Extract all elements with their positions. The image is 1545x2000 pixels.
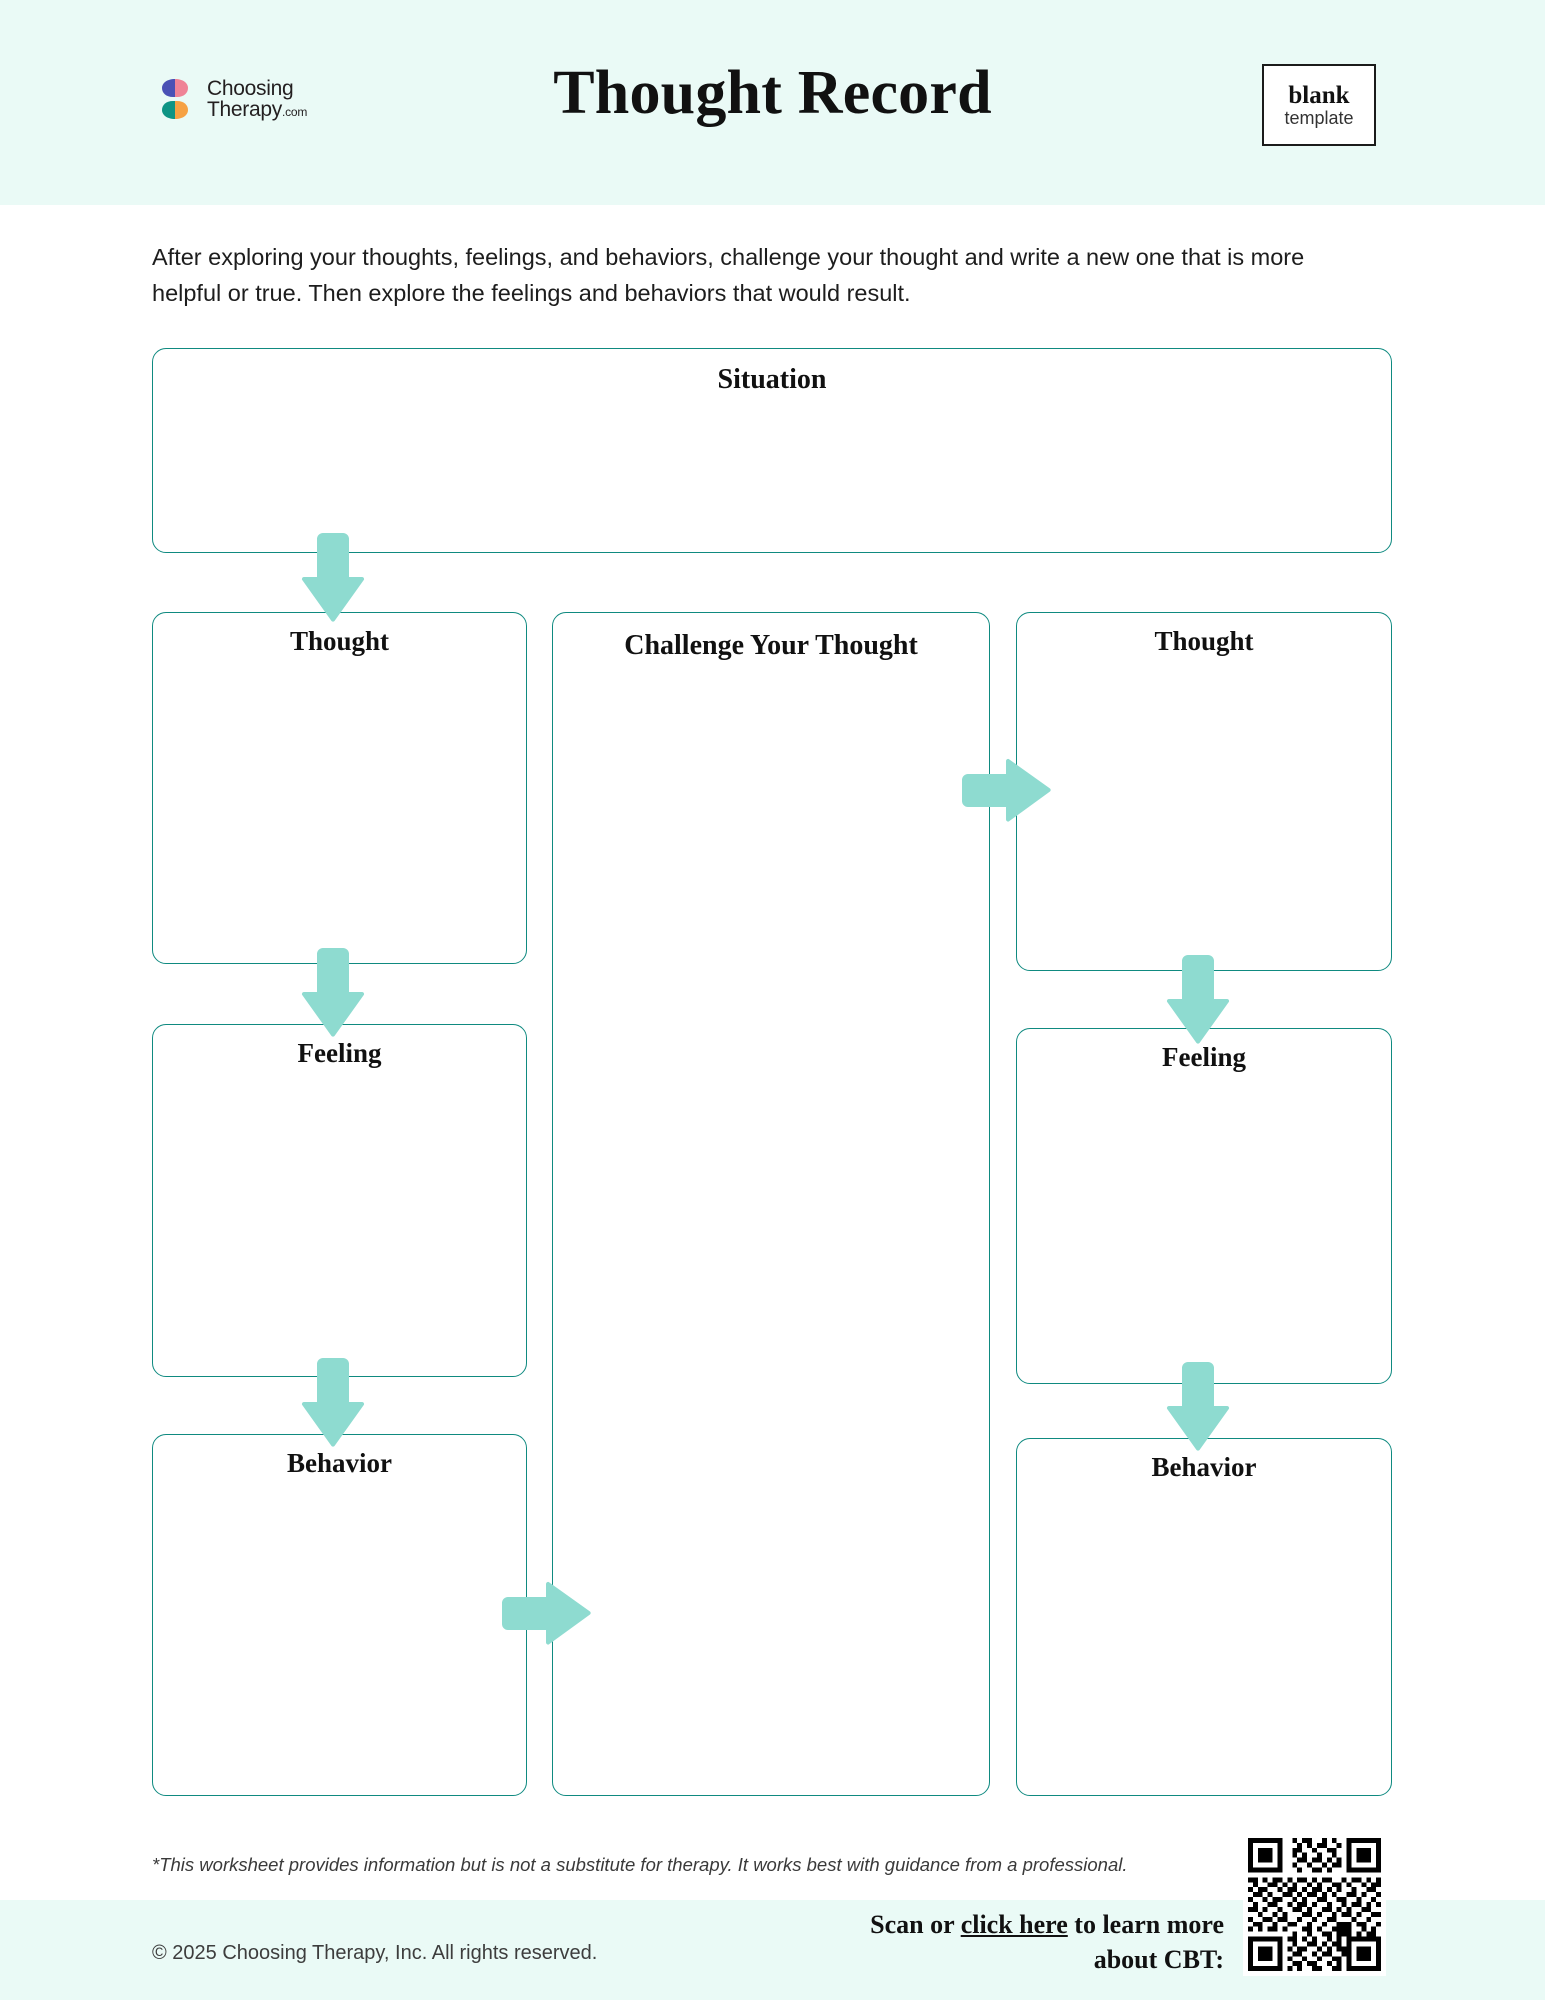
thought-field-right[interactable]: Thought xyxy=(1016,612,1392,971)
feeling-label-left: Feeling xyxy=(297,1038,382,1068)
thought-label-left: Thought xyxy=(289,626,390,656)
thought-label-right: Thought xyxy=(1154,626,1254,656)
arrow-down-icon xyxy=(298,1358,368,1448)
arrow-down-icon xyxy=(1163,955,1233,1045)
arrow-down-icon xyxy=(298,533,368,623)
behavior-label-left: Behavior xyxy=(287,1448,392,1478)
qr-code[interactable] xyxy=(1243,1833,1386,1976)
behavior-field-left[interactable]: Behavior xyxy=(152,1434,527,1796)
arrow-down-icon xyxy=(298,948,368,1038)
arrow-right-icon xyxy=(962,755,1052,827)
brand-line-1: Choosing xyxy=(207,76,294,100)
page-header: Choosing Therapy.com Thought Record blan… xyxy=(0,0,1545,205)
challenge-your-thought-field[interactable]: Challenge Your Thought xyxy=(552,612,990,1796)
page-title: Thought Record xyxy=(553,59,992,127)
situation-field[interactable]: Situation xyxy=(152,348,1392,553)
scan-suffix: to learn more xyxy=(1067,1910,1224,1939)
badge-line-2: template xyxy=(1284,108,1354,128)
brand-line-2: Therapy.com xyxy=(207,98,308,121)
copyright-text: © 2025 Choosing Therapy, Inc. All rights… xyxy=(152,1942,598,1964)
situation-label: Situation xyxy=(717,364,827,395)
feeling-field-left[interactable]: Feeling xyxy=(152,1024,527,1377)
thought-field-left[interactable]: Thought xyxy=(152,612,527,964)
feeling-field-right[interactable]: Feeling xyxy=(1016,1028,1392,1384)
template-type-badge: blank template xyxy=(1262,64,1376,146)
feeling-label-right: Feeling xyxy=(1162,1042,1246,1072)
disclaimer-text: *This worksheet provides information but… xyxy=(152,1854,1128,1875)
challenge-your-thought-label: Challenge Your Thought xyxy=(624,630,918,661)
brand-logo[interactable]: Choosing Therapy.com xyxy=(152,76,307,122)
badge-line-1: blank xyxy=(1288,82,1350,109)
scan-line-2: about CBT: xyxy=(1093,1944,1224,1974)
brand-dotcom: .com xyxy=(281,105,308,119)
behavior-field-right[interactable]: Behavior xyxy=(1016,1438,1392,1796)
arrow-down-icon xyxy=(1163,1362,1233,1452)
choosing-therapy-logo-icon xyxy=(152,76,198,122)
scan-prefix: Scan or xyxy=(870,1910,961,1939)
behavior-label-right: Behavior xyxy=(1151,1452,1257,1482)
instructions-text: After exploring your thoughts, feelings,… xyxy=(152,244,1305,306)
arrow-right-icon xyxy=(502,1578,592,1650)
brand-wordmark: Choosing Therapy.com xyxy=(207,76,308,121)
click-here-link[interactable]: click here xyxy=(960,1910,1068,1939)
scan-cta-text: Scan or click here to learn more about C… xyxy=(690,1908,1224,1977)
